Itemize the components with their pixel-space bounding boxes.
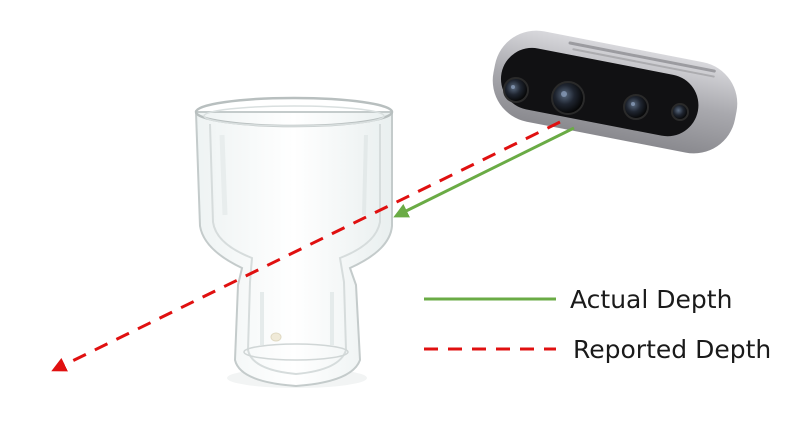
actual-depth-arrow [393,126,575,218]
glass-icon [194,96,394,388]
reported-depth-arrow [51,120,561,372]
legend-reported-label: Reported Depth [573,335,772,364]
legend-actual-label: Actual Depth [570,285,733,314]
camera-icon [492,30,738,154]
